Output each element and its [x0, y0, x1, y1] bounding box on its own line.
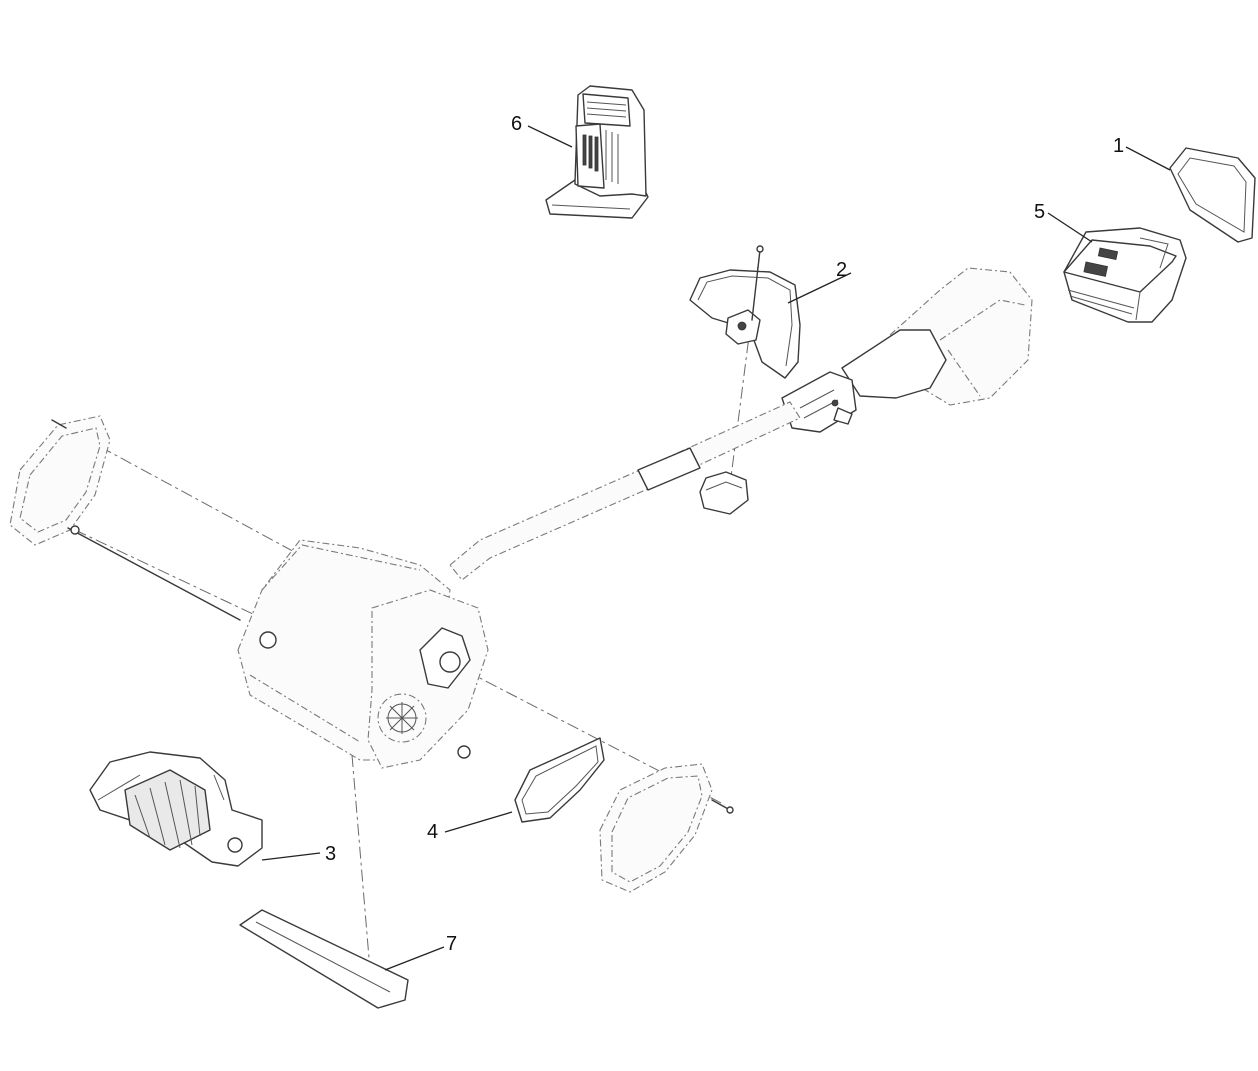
part-3-auger: [89, 751, 263, 867]
part-4-belt: [514, 737, 605, 823]
callout-5: 5: [1034, 201, 1045, 223]
callout-4: 4: [427, 821, 438, 843]
part-7-scraper: [239, 909, 409, 1009]
leader-lines: [261, 125, 1171, 971]
part-5-battery: [1063, 227, 1187, 323]
callout-2: 2: [836, 259, 847, 281]
shaft: [449, 401, 801, 581]
callout-3: 3: [325, 843, 336, 865]
part-1-battery-cover: [1169, 147, 1256, 243]
part-2-handle-bracket: [689, 245, 801, 515]
left-side-cover: [9, 415, 241, 621]
motor-handle-assembly: [781, 267, 1033, 433]
callout-7: 7: [446, 933, 457, 955]
callout-labels: 1 2 3 4 5 6 7: [325, 113, 1124, 955]
callout-1: 1: [1113, 135, 1124, 157]
auger-housing: [237, 539, 489, 769]
part-6-charger: [545, 85, 649, 219]
right-side-cover: [599, 763, 734, 893]
callout-6: 6: [511, 113, 522, 135]
